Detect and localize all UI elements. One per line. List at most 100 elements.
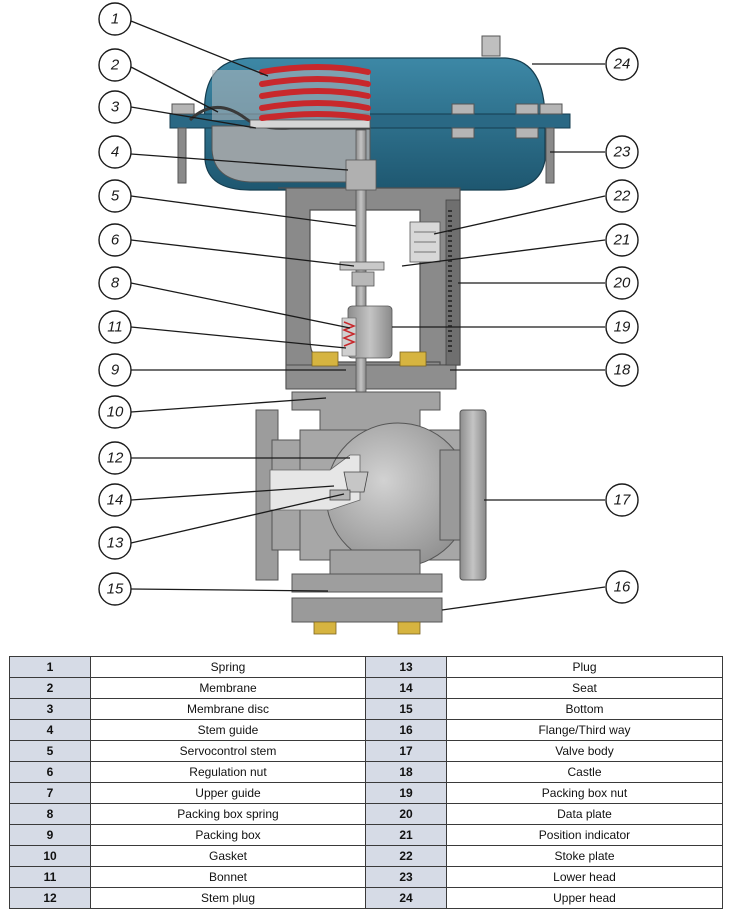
svg-text:4: 4 bbox=[111, 144, 119, 161]
part-number-cell: 1 bbox=[9, 656, 91, 678]
part-name-cell: Regulation nut bbox=[90, 761, 366, 783]
part-number-cell: 23 bbox=[365, 866, 447, 888]
svg-text:19: 19 bbox=[614, 319, 631, 336]
callout-20: 20 bbox=[605, 266, 639, 300]
part-number-cell: 21 bbox=[365, 824, 447, 846]
svg-text:24: 24 bbox=[613, 56, 631, 73]
part-name-cell: Bottom bbox=[446, 698, 723, 720]
part-name-cell: Upper head bbox=[446, 887, 723, 909]
svg-text:14: 14 bbox=[107, 492, 124, 509]
callout-19: 19 bbox=[605, 310, 639, 344]
part-number-cell: 20 bbox=[365, 803, 447, 825]
callout-22: 22 bbox=[605, 179, 639, 213]
callout-24: 24 bbox=[605, 47, 639, 81]
part-number-cell: 13 bbox=[365, 656, 447, 678]
part-number-cell: 24 bbox=[365, 887, 447, 909]
servocontrol-stem bbox=[339, 129, 385, 471]
svg-text:15: 15 bbox=[107, 581, 124, 598]
part-name-cell: Gasket bbox=[90, 845, 366, 867]
part-name-cell: Position indicator bbox=[446, 824, 723, 846]
part-name-cell: Flange/Third way bbox=[446, 719, 723, 741]
part-name-cell: Stem plug bbox=[90, 887, 366, 909]
part-number-cell: 16 bbox=[365, 719, 447, 741]
part-name-cell: Servocontrol stem bbox=[90, 740, 366, 762]
callout-12: 12 bbox=[98, 441, 132, 475]
callout-15: 15 bbox=[98, 572, 132, 606]
svg-text:20: 20 bbox=[613, 275, 631, 292]
svg-text:21: 21 bbox=[613, 232, 631, 249]
callout-4: 4 bbox=[98, 135, 132, 169]
callout-9: 9 bbox=[98, 353, 132, 387]
part-number-cell: 2 bbox=[9, 677, 91, 699]
part-name-cell: Stem guide bbox=[90, 719, 366, 741]
valve-cutaway-diagram: 1 2 3 4 5 6 8 11 9 10 12 14 13 15 24 23 … bbox=[98, 2, 639, 635]
part-number-cell: 19 bbox=[365, 782, 447, 804]
part-number-cell: 10 bbox=[9, 845, 91, 867]
svg-text:11: 11 bbox=[107, 319, 123, 336]
castle-yoke bbox=[278, 187, 461, 390]
svg-text:5: 5 bbox=[111, 188, 120, 205]
svg-text:9: 9 bbox=[111, 362, 120, 379]
callout-8: 8 bbox=[98, 266, 132, 300]
svg-text:8: 8 bbox=[111, 275, 120, 292]
svg-text:12: 12 bbox=[107, 450, 124, 467]
part-number-cell: 14 bbox=[365, 677, 447, 699]
stroke-plate bbox=[409, 221, 441, 263]
svg-text:16: 16 bbox=[614, 579, 631, 596]
part-name-cell: Packing box nut bbox=[446, 782, 723, 804]
part-number-cell: 8 bbox=[9, 803, 91, 825]
part-number-cell: 6 bbox=[9, 761, 91, 783]
part-name-cell: Upper guide bbox=[90, 782, 366, 804]
part-name-cell: Membrane disc bbox=[90, 698, 366, 720]
callout-10: 10 bbox=[98, 395, 132, 429]
svg-text:22: 22 bbox=[613, 188, 631, 205]
part-name-cell: Plug bbox=[446, 656, 723, 678]
callout-11: 11 bbox=[98, 310, 132, 344]
callout-17: 17 bbox=[605, 483, 639, 517]
part-name-cell: Lower head bbox=[446, 866, 723, 888]
part-number-cell: 22 bbox=[365, 845, 447, 867]
callout-1: 1 bbox=[98, 2, 132, 36]
valve-body bbox=[255, 409, 487, 581]
part-name-cell: Data plate bbox=[446, 803, 723, 825]
part-number-cell: 3 bbox=[9, 698, 91, 720]
part-name-cell: Valve body bbox=[446, 740, 723, 762]
callouts: 1 2 3 4 5 6 8 11 9 10 12 14 13 15 24 23 … bbox=[98, 2, 639, 606]
svg-text:17: 17 bbox=[614, 492, 631, 509]
part-number-cell: 12 bbox=[9, 887, 91, 909]
part-number-cell: 4 bbox=[9, 719, 91, 741]
svg-text:13: 13 bbox=[107, 535, 124, 552]
svg-text:2: 2 bbox=[110, 57, 120, 74]
part-name-cell: Stoke plate bbox=[446, 845, 723, 867]
part-name-cell: Castle bbox=[446, 761, 723, 783]
bottom-flange bbox=[291, 573, 443, 635]
callout-14: 14 bbox=[98, 483, 132, 517]
part-number-cell: 5 bbox=[9, 740, 91, 762]
part-name-cell: Packing box spring bbox=[90, 803, 366, 825]
callout-6: 6 bbox=[98, 223, 132, 257]
part-name-cell: Membrane bbox=[90, 677, 366, 699]
svg-text:6: 6 bbox=[111, 232, 120, 249]
svg-text:1: 1 bbox=[111, 11, 119, 28]
part-name-cell: Packing box bbox=[90, 824, 366, 846]
head-bolts bbox=[171, 103, 563, 184]
svg-text:23: 23 bbox=[613, 144, 631, 161]
spring bbox=[259, 64, 371, 121]
callout-21: 21 bbox=[605, 223, 639, 257]
part-number-cell: 15 bbox=[365, 698, 447, 720]
callout-3: 3 bbox=[98, 90, 132, 124]
callout-13: 13 bbox=[98, 526, 132, 560]
part-number-cell: 17 bbox=[365, 740, 447, 762]
leader-lines bbox=[130, 20, 606, 611]
